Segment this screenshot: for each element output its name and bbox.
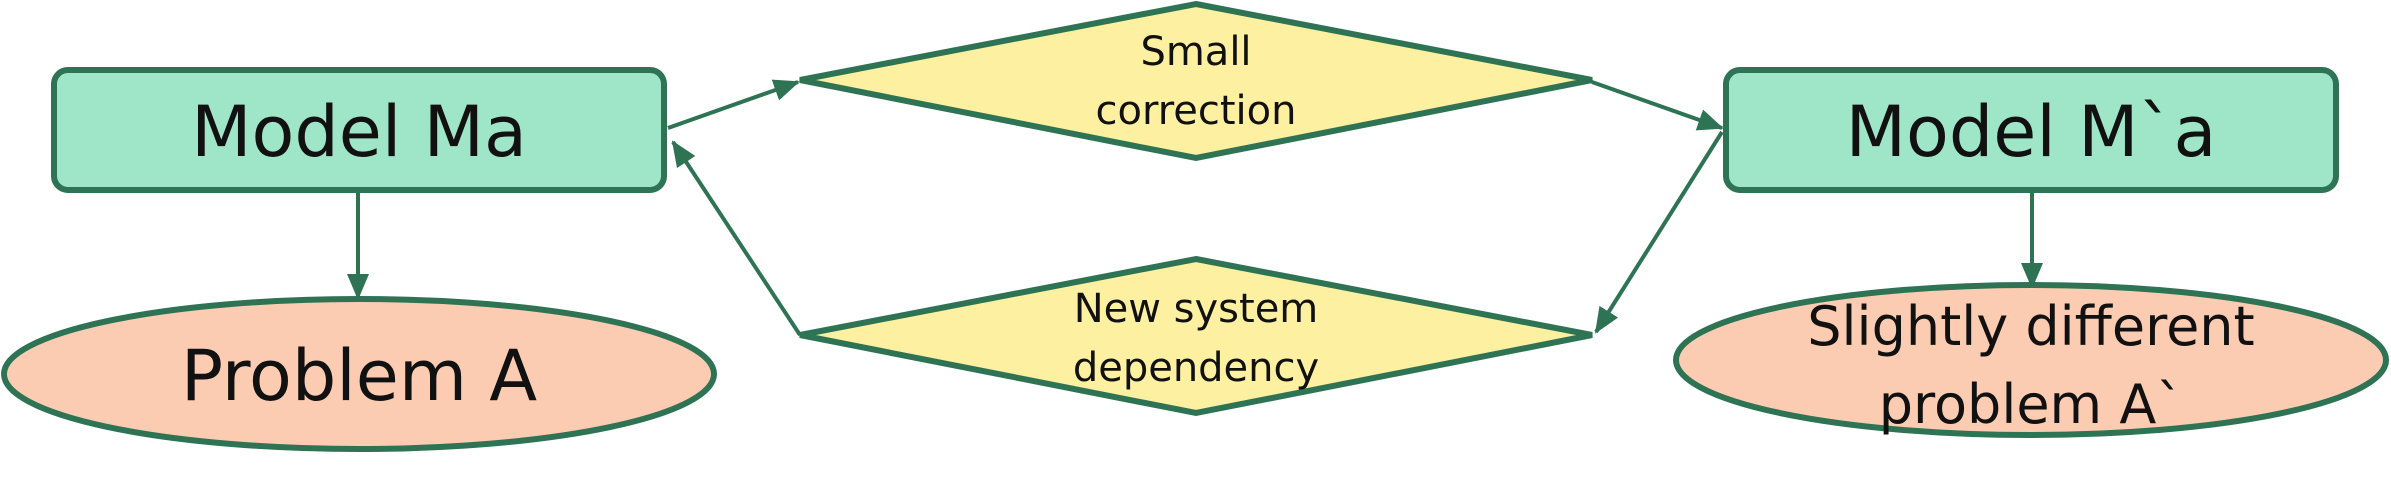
model-m-prime-label: Model M`a (1846, 91, 2217, 173)
problem-a-prime-line-2: problem A` (1879, 373, 2184, 436)
model-ma-label: Model Ma (191, 91, 527, 173)
model-ma-box (51, 67, 667, 193)
problem-a-prime-line-1: Slightly different (1807, 295, 2254, 358)
new-dependency-line-1: New system (1074, 286, 1319, 332)
new-dependency-line-2: dependency (1073, 345, 1319, 391)
arrow-ma-to-small-correction (667, 79, 800, 130)
small-correction-line-2: correction (1096, 88, 1297, 134)
small-correction-diamond (799, 0, 1593, 162)
node-new-dependency: New system dependency (799, 255, 1593, 417)
problem-a-label: Problem A (181, 335, 537, 417)
node-model-m-prime: Model M`a (1723, 67, 2339, 193)
node-model-ma: Model Ma (51, 67, 667, 193)
arrow-new-dependency-to-ma (671, 140, 802, 337)
problem-a-prime-ellipse (1673, 282, 2389, 438)
new-dependency-diamond (799, 255, 1593, 417)
node-problem-a: Problem A (1, 296, 717, 452)
arrow-m-prime-to-new-dependency (1594, 130, 1724, 334)
connectors (347, 79, 2043, 337)
model-m-prime-box (1723, 67, 2339, 193)
arrow-small-correction-to-m-prime (1591, 80, 1724, 131)
small-correction-line-1: Small (1140, 29, 1251, 75)
problem-a-ellipse (1, 296, 717, 452)
node-problem-a-prime: Slightly different problem A` (1673, 282, 2389, 438)
node-small-correction: Small correction (799, 0, 1593, 162)
